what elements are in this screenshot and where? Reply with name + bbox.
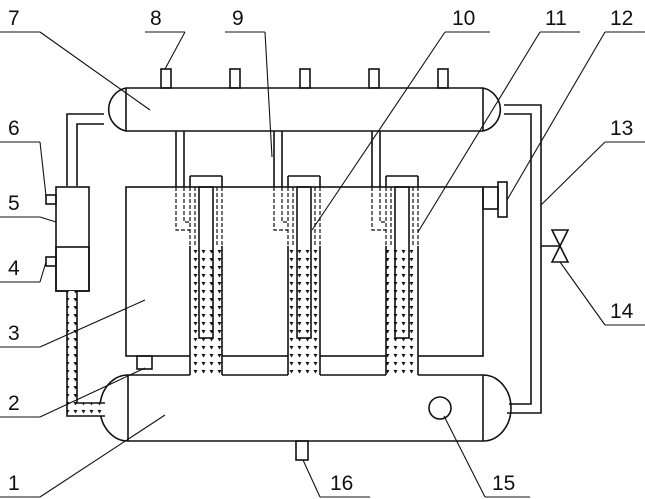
part-label-3: 3 [8, 322, 20, 345]
part-label-8: 8 [150, 7, 162, 30]
part-label-5: 5 [8, 192, 20, 215]
leader-line [39, 261, 47, 283]
bottom-header [99, 374, 512, 461]
part-label-15: 15 [492, 472, 515, 495]
u-tubes-10 [175, 131, 419, 376]
part-label-16: 16 [330, 472, 353, 495]
nozzle-2 [136, 355, 153, 370]
part-label-9: 9 [232, 7, 244, 30]
top-nozzles-8 [160, 68, 449, 89]
leader-line [39, 367, 146, 418]
part-label-10: 10 [452, 7, 475, 30]
part-label-13: 13 [610, 117, 633, 140]
part-label-11: 11 [545, 7, 567, 30]
leader-line [39, 141, 47, 197]
part-label-7: 7 [8, 7, 20, 30]
top-header [107, 68, 502, 132]
u-tube [371, 131, 419, 376]
valve-14 [550, 229, 570, 263]
leader-line [302, 459, 321, 498]
part-label-14: 14 [610, 300, 634, 323]
u-tube [273, 131, 321, 376]
leader-line [540, 141, 606, 206]
u-tube [175, 131, 223, 376]
drain-nozzle-16 [295, 440, 309, 461]
part-label-1: 1 [8, 472, 20, 495]
leader-line [39, 216, 57, 223]
leader-lines [0, 31, 645, 498]
nozzle-6 [45, 194, 57, 205]
part-label-12: 12 [610, 7, 633, 30]
leader-line [39, 31, 151, 111]
leader-line [264, 31, 273, 158]
leader-line [311, 31, 446, 231]
return-pipe-13 [504, 104, 570, 414]
leader-line [39, 299, 146, 348]
part-label-4: 4 [8, 257, 20, 280]
sight-port-15 [428, 396, 452, 420]
leader-line [417, 31, 541, 233]
part-label-2: 2 [8, 392, 20, 415]
leader-line [559, 261, 606, 326]
separator-vessel-5 [45, 113, 105, 417]
leader-line [39, 414, 166, 498]
part-label-6: 6 [8, 117, 20, 140]
nozzle-4 [45, 256, 57, 267]
leader-line [506, 31, 606, 201]
flange-12 [497, 181, 508, 218]
leader-line [164, 31, 186, 70]
leader-line [443, 415, 486, 498]
